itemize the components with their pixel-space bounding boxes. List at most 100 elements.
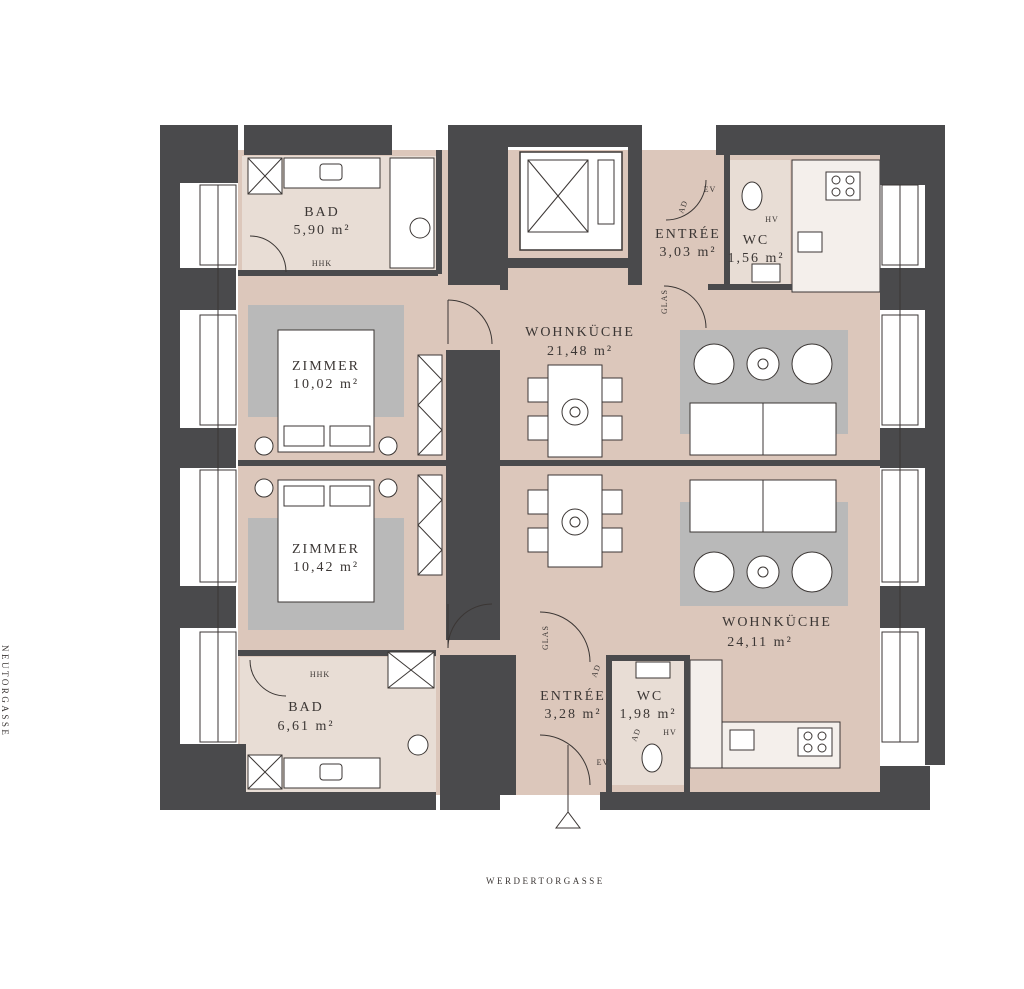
chair	[527, 489, 549, 515]
bath-fixtures	[247, 157, 861, 790]
basin	[319, 163, 343, 181]
room-name: ZIMMER	[292, 542, 360, 557]
dining	[527, 364, 623, 568]
room-area: 5,90 m²	[293, 223, 350, 238]
wall	[925, 125, 945, 765]
walls	[160, 125, 945, 810]
room-area: 1,56 m²	[727, 251, 784, 266]
street-label-left: NEUTORGASSE	[0, 645, 10, 738]
ev-mark: EV	[597, 758, 610, 767]
wall	[238, 270, 438, 276]
chair	[601, 415, 623, 441]
lamp	[378, 478, 398, 498]
room-area: 3,03 m²	[659, 245, 716, 260]
windows	[199, 184, 919, 743]
wall	[244, 125, 386, 155]
wall	[600, 792, 882, 810]
room-area: 3,28 m²	[544, 707, 601, 722]
room-name: ZIMMER	[292, 359, 360, 374]
room-labels: BAD 5,90 m² ZIMMER 10,02 m² WOHNKÜCHE 21…	[277, 205, 832, 734]
room-name: BAD	[304, 205, 340, 220]
chair	[527, 377, 549, 403]
glas-mark: GLAS	[541, 625, 550, 650]
ad-mark: AD	[589, 663, 602, 679]
lamp	[254, 478, 274, 498]
room-name: WC	[743, 233, 770, 248]
wall	[684, 655, 690, 795]
lamp	[254, 436, 274, 456]
pillow	[329, 485, 371, 507]
pillow	[283, 485, 325, 507]
wall	[880, 586, 925, 628]
entrance-arrow-icon	[555, 811, 581, 829]
room-name: ENTRÉE	[655, 225, 721, 242]
chair	[601, 489, 623, 515]
counterweight	[597, 159, 615, 225]
door-swing	[539, 734, 591, 786]
wall	[436, 150, 442, 274]
lounges	[689, 343, 837, 593]
washbasin	[409, 217, 431, 239]
wall	[180, 586, 236, 628]
wall	[238, 650, 436, 656]
glas-mark: GLAS	[660, 289, 669, 314]
wall	[440, 655, 500, 810]
door-swing	[249, 659, 287, 697]
room-name: WOHNKÜCHE	[722, 613, 832, 630]
hv-mark: HV	[765, 215, 779, 224]
wall	[448, 125, 500, 285]
wall	[446, 350, 500, 640]
wall	[246, 792, 436, 810]
wall	[238, 460, 880, 466]
pillow	[329, 425, 371, 447]
chair	[527, 415, 549, 441]
chair	[601, 377, 623, 403]
hhk-mark: HHK	[312, 259, 332, 268]
wall	[606, 655, 686, 661]
wall	[500, 655, 516, 795]
wall	[386, 125, 392, 155]
handbasin	[635, 661, 671, 679]
elevator-car	[519, 151, 623, 251]
hob-bottom	[797, 727, 833, 757]
wall	[160, 125, 180, 765]
toilet	[741, 181, 763, 211]
wardrobes	[417, 354, 443, 576]
wall	[606, 655, 612, 795]
wall	[500, 125, 508, 290]
wall	[508, 258, 640, 268]
chair	[601, 527, 623, 553]
door-swing	[539, 611, 591, 663]
armchair	[693, 343, 735, 385]
wall	[716, 125, 881, 155]
handbasin	[751, 263, 781, 283]
shower-top	[389, 157, 435, 269]
door-swing	[447, 603, 493, 649]
wall	[880, 428, 925, 468]
wall	[508, 125, 628, 147]
wall	[628, 125, 642, 285]
ad-mark: AD	[629, 727, 642, 743]
washbasin	[407, 734, 429, 756]
pillow	[283, 425, 325, 447]
room-name: ENTRÉE	[540, 687, 606, 704]
armchair	[791, 343, 833, 385]
chair	[527, 527, 549, 553]
door-swing	[663, 285, 707, 329]
wall	[880, 268, 925, 310]
street-label-bottom: WERDERTORGASSE	[486, 876, 605, 886]
sink-top	[797, 231, 823, 253]
basin	[319, 763, 343, 781]
armchair	[791, 551, 833, 593]
wall	[724, 150, 730, 290]
room-name: WOHNKÜCHE	[525, 323, 635, 340]
hob-top	[825, 171, 861, 201]
doors	[249, 179, 707, 786]
hv-mark: HV	[663, 728, 677, 737]
door-swing	[447, 299, 493, 345]
room-area: 10,02 m²	[293, 377, 359, 392]
room-area: 21,48 m²	[547, 344, 613, 359]
room-name: BAD	[288, 700, 324, 715]
hhk-mark: HHK	[310, 670, 330, 679]
